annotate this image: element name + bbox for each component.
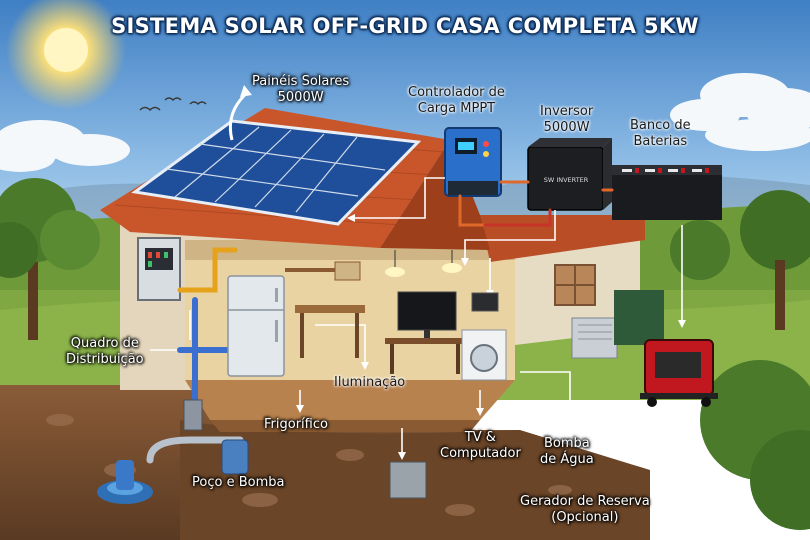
trees-left: [0, 178, 100, 340]
label-water-pump: Bomba de Água: [540, 436, 594, 468]
connector-lines: [150, 177, 683, 452]
interior-details: [285, 250, 462, 358]
battery-bank: [612, 165, 722, 220]
label-distribution-line2: Distribuição: [66, 352, 144, 367]
label-solar-panels: Painéis Solares 5000W: [252, 74, 349, 106]
label-lighting-text: Iluminação: [334, 375, 406, 390]
label-distribution: Quadro de Distribuição: [66, 336, 144, 368]
label-lighting: Iluminação: [334, 375, 405, 391]
label-fridge: Frigorífico: [264, 417, 328, 433]
mppt-controller: [444, 127, 502, 197]
label-tv-line2: Computador: [440, 446, 521, 461]
label-inverter: Inversor 5000W: [540, 104, 593, 136]
label-distribution-line1: Quadro de: [70, 336, 139, 351]
label-controller-line2: Carga MPPT: [417, 101, 496, 116]
label-well: Poço e Bomba: [192, 475, 284, 491]
well-pump: [97, 399, 249, 504]
label-inverter-line2: 5000W: [543, 120, 590, 135]
label-generator: Gerador de Reserva (Opcional): [520, 494, 650, 526]
label-controller: Controlador de Carga MPPT: [408, 85, 505, 117]
distribution-board: [137, 237, 181, 301]
sun-icon: [6, 0, 126, 110]
label-generator-line1: Gerador de Reserva: [520, 494, 650, 509]
inverter-brand-text: SW INVERTER: [544, 176, 589, 184]
trees-right: [670, 190, 810, 530]
inverter-unit: SW INVERTER: [527, 138, 612, 211]
label-well-text: Poço e Bomba: [192, 475, 285, 490]
label-tv-computer: TV & Computador: [440, 430, 521, 462]
fridge: [227, 275, 285, 377]
water-pump: [571, 290, 664, 359]
diagram-title: SISTEMA SOLAR OFF-GRID CASA COMPLETA 5KW: [111, 14, 699, 38]
birds-icon: [139, 97, 207, 112]
label-batteries-line1: Banco de: [630, 118, 691, 133]
label-pump-line1: Bomba: [543, 436, 590, 451]
label-batteries: Banco de Baterias: [630, 118, 691, 150]
label-generator-line2: (Opcional): [551, 510, 619, 525]
label-solar-panels-line1: Painéis Solares: [252, 74, 350, 89]
label-inverter-line1: Inversor: [540, 104, 594, 119]
tv-computer: [385, 291, 465, 374]
label-solar-panels-line2: 5000W: [277, 90, 324, 105]
microwave: [471, 292, 499, 312]
washing-machine: [461, 329, 507, 381]
generator: [640, 339, 718, 407]
solar-panel-array: [131, 119, 422, 226]
label-controller-line1: Controlador de: [408, 85, 505, 100]
label-pump-line2: de Água: [540, 452, 594, 467]
label-fridge-text: Frigorífico: [264, 417, 328, 432]
clouds: [0, 73, 810, 172]
label-tv-line1: TV &: [464, 430, 496, 445]
junction-box: [389, 461, 427, 499]
label-batteries-line2: Baterias: [633, 134, 688, 149]
